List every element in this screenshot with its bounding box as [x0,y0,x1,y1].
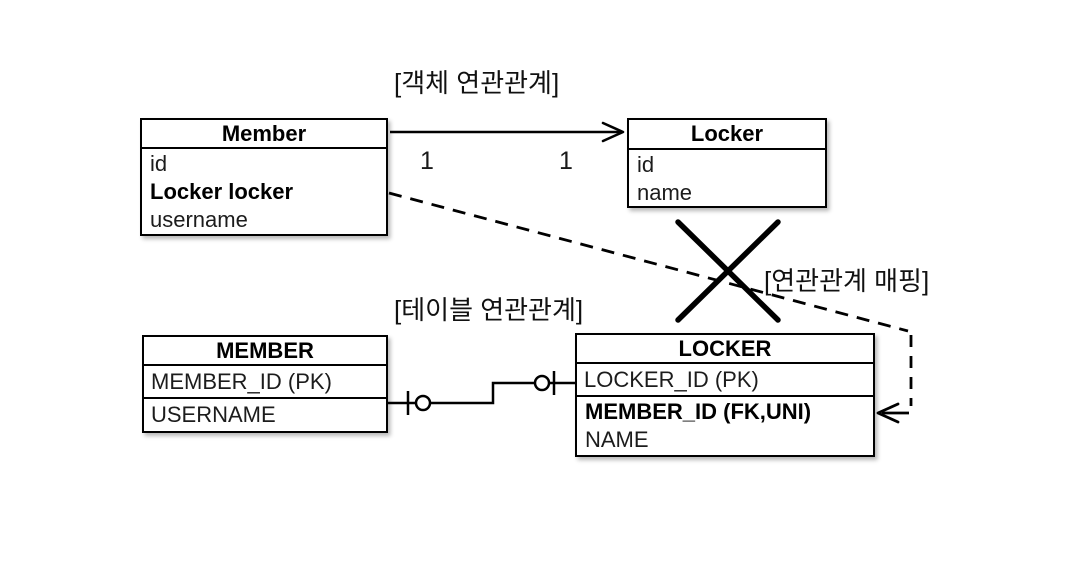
locker-table-title: LOCKER [577,335,873,364]
locker-end-circle [533,374,551,392]
member-table-title: MEMBER [144,337,386,366]
member-field-locker: Locker locker [150,179,294,204]
cross-out-x-icon [675,219,781,323]
member-table-box: MEMBER MEMBER_ID (PK) USERNAME [142,335,388,433]
locker-table-row-fk: MEMBER_ID (FK,UNI) [585,399,812,424]
one-to-one-connector [388,371,575,415]
association-mapping-label: [연관관계 매핑] [764,266,930,296]
association-arrow [390,121,625,143]
locker-class-box: Locker id name [627,118,827,208]
multiplicity-member-side: 1 [420,147,434,175]
table-association-label: [테이블 연관관계] [394,295,584,325]
object-association-label: [객체 연관관계] [394,68,560,98]
locker-table-row-pk: LOCKER_ID (PK) [577,364,873,397]
multiplicity-locker-side: 1 [559,147,573,175]
member-end-circle [414,394,432,412]
locker-table-box: LOCKER LOCKER_ID (PK) MEMBER_ID (FK,UNI)… [575,333,875,457]
member-class-fields: id Locker locker username [142,149,386,234]
member-class-box: Member id Locker locker username [140,118,388,236]
locker-class-title: Locker [629,120,825,150]
member-class-title: Member [142,120,386,149]
member-field-id: id [150,151,168,176]
locker-class-fields: id name [629,150,825,207]
member-table-row-pk: MEMBER_ID (PK) [144,366,386,399]
locker-table-fk-compartment: MEMBER_ID (FK,UNI) NAME [577,397,873,454]
locker-table-row-name: NAME [585,427,649,452]
locker-field-id: id [637,152,655,177]
member-field-username: username [150,207,248,232]
member-table-row-username: USERNAME [151,402,276,427]
locker-field-name: name [637,180,693,205]
